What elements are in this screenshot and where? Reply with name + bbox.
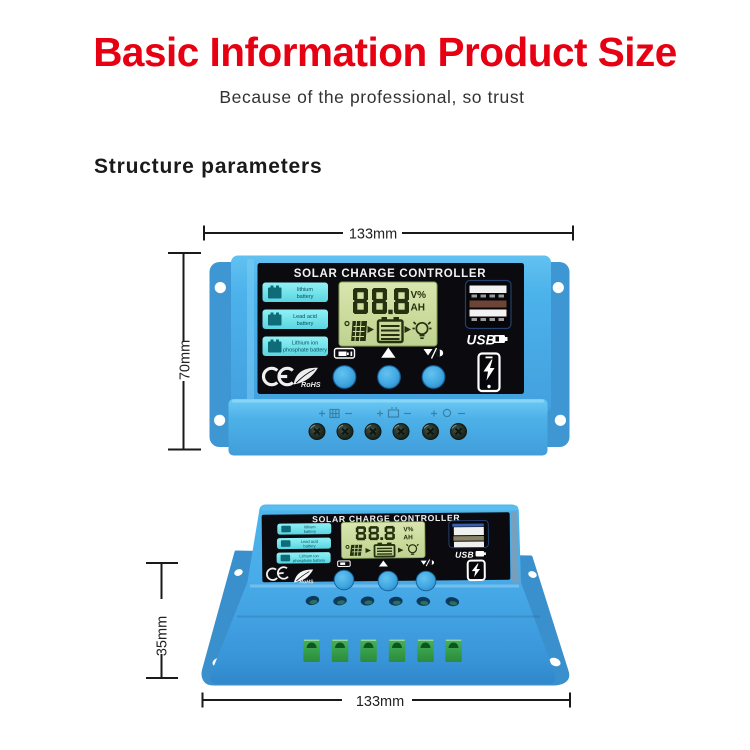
svg-text:Lithium ion: Lithium ion — [292, 341, 319, 347]
svg-text:V%: V% — [403, 526, 413, 533]
svg-text:lithium: lithium — [297, 287, 313, 293]
svg-text:V%: V% — [411, 290, 427, 301]
svg-text:133mm: 133mm — [356, 694, 404, 710]
svg-text:lithium: lithium — [304, 524, 316, 529]
svg-text:Lead acid: Lead acid — [293, 314, 317, 320]
svg-text:RoHS: RoHS — [301, 380, 321, 389]
svg-text:AH: AH — [403, 534, 413, 541]
svg-text:battery: battery — [303, 543, 315, 548]
svg-text:35mm: 35mm — [155, 616, 171, 656]
svg-text:phosphate battery: phosphate battery — [293, 558, 325, 563]
svg-text:USB: USB — [455, 550, 474, 560]
svg-text:AH: AH — [411, 303, 425, 314]
svg-text:battery: battery — [297, 294, 314, 300]
svg-text:Lead acid: Lead acid — [301, 539, 318, 544]
svg-text:SOLAR CHARGE CONTROLLER: SOLAR CHARGE CONTROLLER — [312, 513, 460, 525]
svg-text:battery: battery — [304, 529, 316, 534]
svg-text:battery: battery — [297, 321, 314, 327]
svg-text:USB: USB — [467, 333, 496, 348]
svg-text:RoHS: RoHS — [299, 579, 314, 585]
svg-text:133mm: 133mm — [349, 227, 397, 243]
svg-text:phosphate battery: phosphate battery — [283, 348, 327, 354]
svg-text:Lithium ion: Lithium ion — [299, 553, 318, 558]
svg-text:70mm: 70mm — [178, 340, 194, 380]
svg-text:SOLAR CHARGE CONTROLLER: SOLAR CHARGE CONTROLLER — [294, 268, 486, 280]
